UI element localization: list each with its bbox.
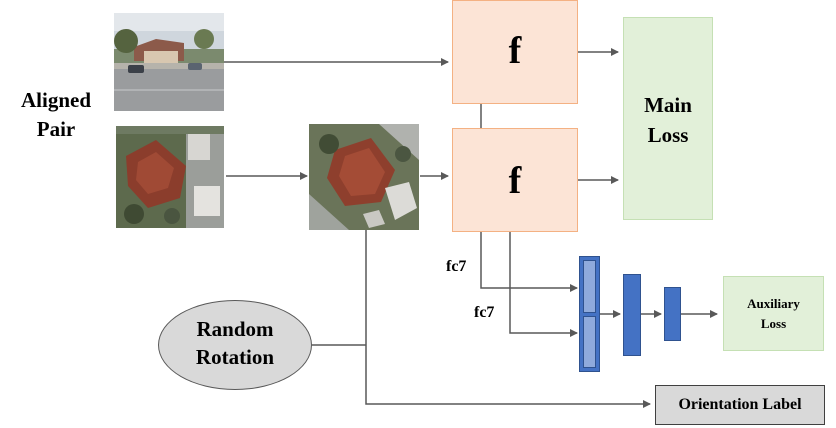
auxiliary-loss-box: Auxiliary Loss — [723, 276, 824, 351]
fc-layer-1 — [623, 274, 641, 356]
main-loss-line2: Loss — [647, 123, 689, 147]
orientation-label-box: Orientation Label — [655, 385, 825, 425]
auxiliary-loss-line2: Loss — [760, 316, 787, 331]
random-rotation-line1: Random — [196, 317, 274, 341]
f-network-top-label: f — [508, 30, 522, 72]
fc7-path-a — [480, 232, 578, 292]
main-loss-label: Main Loss — [624, 90, 712, 150]
concat-fc7-layer — [579, 256, 600, 372]
random-rotation-ellipse: Random Rotation — [158, 300, 312, 390]
f-network-bottom-label: f — [508, 160, 522, 202]
auxiliary-loss-line1: Auxiliary — [747, 296, 800, 311]
fc7-label-a: fc7 — [446, 258, 467, 275]
aligned-pair-line1: Aligned — [20, 88, 91, 112]
concat-fc7-lower — [583, 316, 596, 368]
main-loss-box: Main Loss — [623, 17, 713, 220]
aerial-image — [116, 126, 224, 228]
random-rotation-label: Random Rotation — [159, 315, 311, 371]
fc7-label-b: fc7 — [474, 304, 495, 321]
fc-layer-2 — [664, 287, 681, 341]
random-rotation-line2: Rotation — [195, 345, 275, 369]
arrow-rotated-to-orientation — [365, 228, 651, 408]
auxiliary-loss-label: Auxiliary Loss — [724, 294, 823, 334]
fc7-path-b — [509, 232, 578, 337]
rotated-aerial-image — [309, 124, 419, 230]
street-view-image — [114, 13, 224, 111]
aligned-pair-line2: Pair — [36, 117, 76, 141]
f-network-bottom: f — [452, 128, 578, 232]
orientation-label-text: Orientation Label — [678, 396, 802, 413]
aligned-pair-label: Aligned Pair — [8, 86, 104, 144]
concat-fc7-upper — [583, 260, 596, 313]
main-loss-line1: Main — [644, 93, 692, 117]
f-network-top: f — [452, 0, 578, 104]
